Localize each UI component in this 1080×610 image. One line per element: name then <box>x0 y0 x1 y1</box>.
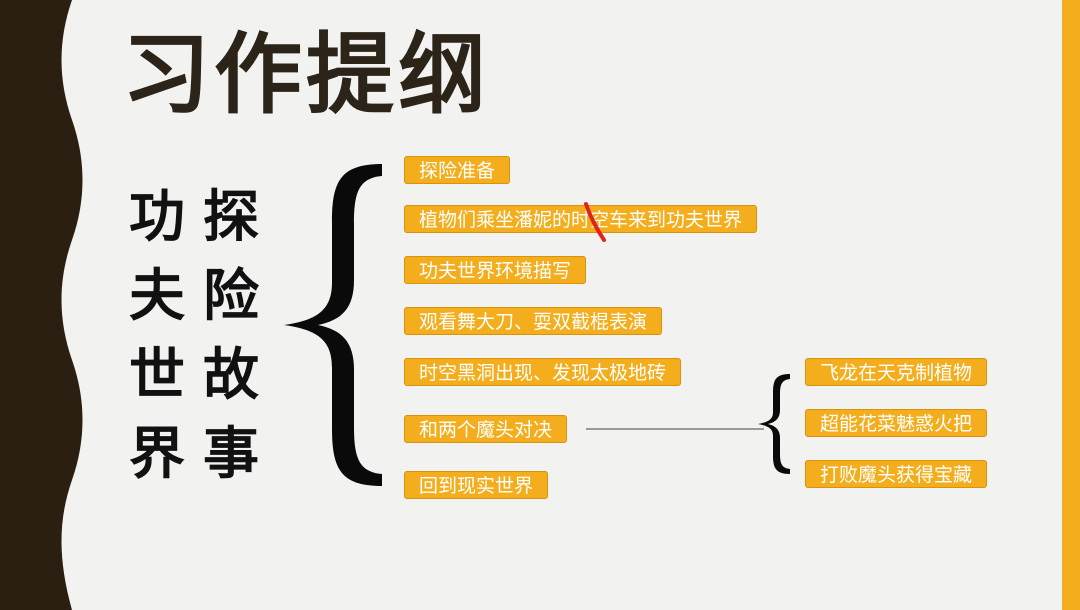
right-accent-stripe <box>1062 0 1080 610</box>
point-box: 观看舞大刀、耍双截棍表演 <box>404 307 663 335</box>
topic-char: 故 <box>203 342 259 408</box>
slide-title: 习作提纲 <box>122 22 491 126</box>
topic-char: 探 <box>203 184 259 250</box>
topic-char: 功 <box>129 184 185 250</box>
point-box: 时空黑洞出现、发现太极地砖 <box>404 358 682 386</box>
point-box: 探险准备 <box>404 156 511 184</box>
point-box: 回到现实世界 <box>404 471 549 499</box>
red-pen-mark <box>584 202 606 242</box>
topic-char: 事 <box>203 421 259 487</box>
topic-column-right: 探 险 故 事 <box>196 178 266 494</box>
sub-brace <box>758 374 790 474</box>
connector-line <box>586 428 764 430</box>
main-brace <box>284 164 382 486</box>
point-box: 植物们乘坐潘妮的时空车来到功夫世界 <box>404 205 758 233</box>
sub-point-box: 打败魔头获得宝藏 <box>805 460 988 488</box>
point-box: 和两个魔头对决 <box>404 415 568 443</box>
topic-char: 界 <box>129 421 185 487</box>
topic-char: 夫 <box>129 263 185 329</box>
topic-char: 世 <box>129 342 185 408</box>
wavy-edge-decoration <box>0 0 83 610</box>
topic-column-left: 功 夫 世 界 <box>122 178 192 494</box>
point-box: 功夫世界环境描写 <box>404 256 587 284</box>
sub-point-box: 超能花菜魅惑火把 <box>805 409 988 437</box>
sub-point-box: 飞龙在天克制植物 <box>805 358 988 386</box>
topic-char: 险 <box>203 263 259 329</box>
